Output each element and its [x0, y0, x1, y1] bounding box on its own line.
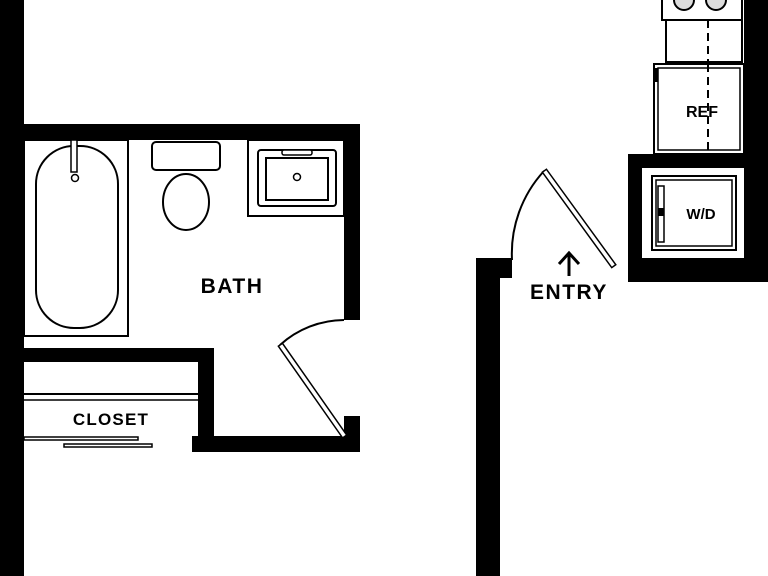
- closet-sliding-door: [23, 436, 139, 441]
- stove-icon: [661, 0, 743, 63]
- bath-label: BATH: [201, 275, 264, 298]
- bath-bottom-wall: [192, 436, 360, 452]
- closet-right-wall: [198, 348, 214, 452]
- tub-faucet-icon: [70, 139, 78, 173]
- tub-drain-icon: [70, 173, 80, 183]
- closet-top-wall: [24, 348, 214, 362]
- entry-label: ENTRY: [530, 281, 608, 304]
- closet-sliding-door: [63, 443, 153, 448]
- bath-right-wall-upper: [344, 124, 360, 320]
- refrigerator: REF: [653, 63, 745, 155]
- closet: [23, 393, 198, 448]
- toilet-icon: [151, 141, 221, 231]
- bathtub: [23, 139, 129, 337]
- refrigerator-label: REF: [686, 104, 718, 121]
- washer-dryer: W/D: [651, 175, 737, 251]
- washer-dryer-label: W/D: [686, 206, 715, 223]
- closet-label: CLOSET: [73, 410, 149, 429]
- kitchen-right-wall: [744, 0, 768, 282]
- left-exterior-wall: [0, 0, 24, 576]
- laundry-left-wall: [628, 168, 642, 282]
- laundry-top-wall: [628, 154, 752, 168]
- bath-door: [277, 319, 348, 439]
- entry-left-wall: [476, 258, 500, 576]
- entry-arrow-icon: [557, 250, 581, 276]
- sink-icon: [247, 139, 345, 217]
- bath-top-wall: [24, 124, 360, 140]
- entry-door: [510, 168, 617, 269]
